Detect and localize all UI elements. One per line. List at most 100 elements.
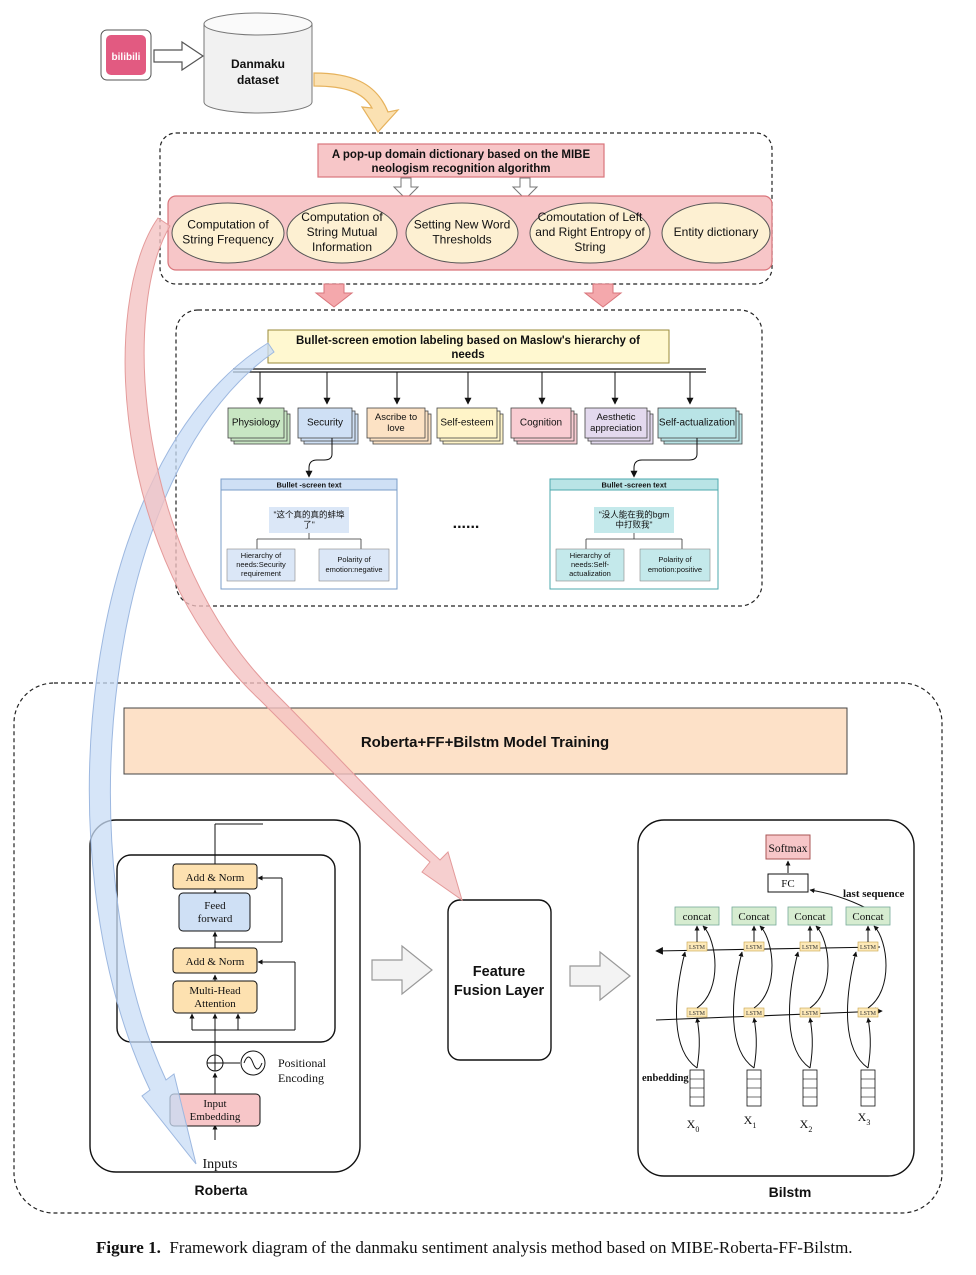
lstm-label: LSTM — [746, 945, 763, 951]
labeling-to-roberta-arrow — [88, 342, 275, 1165]
svg-text:Feed: Feed — [204, 900, 226, 912]
text-line: 中打败我" — [615, 519, 652, 529]
svg-text:forward: forward — [198, 913, 233, 925]
caption-text: Framework diagram of the danmaku sentime… — [169, 1238, 853, 1257]
lstm-label: LSTM — [802, 945, 819, 951]
text-line: appreciation — [590, 423, 642, 434]
softmax-block — [765, 834, 811, 860]
lstm-label: LSTM — [746, 1011, 763, 1017]
svg-text:Softmax: Softmax — [769, 843, 808, 855]
add-norm-bottom — [172, 947, 258, 974]
dataset-label-line1: Danmaku — [231, 57, 285, 71]
text-line: actualization — [569, 569, 611, 578]
roberta-label: Roberta — [195, 1182, 248, 1198]
lstm-label: LSTM — [860, 945, 877, 951]
mibe-to-labeling-arrow-right — [583, 283, 623, 308]
dataset-cylinder: Danmaku dataset — [203, 12, 313, 114]
lstm-label: LSTM — [802, 1011, 819, 1017]
fc-block — [767, 873, 809, 893]
logo-text: bilibili — [112, 52, 141, 63]
svg-text:Attention: Attention — [194, 998, 236, 1010]
concat-label: Concat — [794, 911, 825, 923]
text-line: Self-esteem — [440, 418, 493, 429]
bilstm-panel: Softmax FC last sequence enbedding conca… — [637, 819, 915, 1177]
text-line: Information — [312, 240, 372, 254]
text-line: "这个真的真的蚌埠 — [273, 509, 345, 519]
text-line: String Frequency — [182, 233, 273, 247]
concat-label: concat — [683, 911, 712, 923]
bilibili-logo: bilibili — [100, 29, 152, 81]
lstm-label: LSTM — [689, 1011, 706, 1017]
svg-text:FC: FC — [781, 878, 794, 890]
source-to-dataset-arrow — [153, 40, 205, 72]
text-line: Thresholds — [432, 233, 491, 247]
last-sequence-label: last sequence — [843, 888, 905, 900]
text-line: Self-actualization — [659, 418, 735, 429]
text-line: Entity dictionary — [674, 225, 759, 239]
svg-text:Add & Norm: Add & Norm — [186, 872, 245, 884]
text-line: Polarity of — [658, 555, 692, 564]
lstm-label: LSTM — [860, 1011, 877, 1017]
svg-text:Feature: Feature — [473, 964, 525, 980]
text-line: love — [387, 423, 404, 434]
text-line: Physiology — [232, 418, 280, 429]
text-line: Aesthetic — [596, 412, 635, 423]
svg-text:Encoding: Encoding — [278, 1071, 324, 1085]
lstm-label: LSTM — [689, 945, 706, 951]
mibe-to-labeling-arrow-left — [314, 283, 354, 308]
mibe-title-line2: neologism recognition algorithm — [372, 163, 551, 175]
concat-label: Concat — [852, 911, 883, 923]
examples-ellipsis: ...... — [453, 515, 480, 532]
caption-label: Figure 1. — [96, 1238, 161, 1257]
mibe-title-line1: A pop-up domain dictionary based on the … — [332, 149, 591, 161]
example-header: Bullet -screen text — [601, 481, 667, 490]
mibe-down-arrow-right — [511, 177, 539, 200]
text-line: Cognition — [520, 418, 562, 429]
text-line: Computation of — [301, 210, 383, 224]
labeling-section — [175, 309, 763, 607]
svg-text:Input: Input — [203, 1098, 226, 1110]
text-line: Computation of — [187, 218, 269, 232]
text-line: and Right Entropy of — [535, 225, 645, 239]
svg-text:Add & Norm: Add & Norm — [186, 956, 245, 968]
inputs-label: Inputs — [203, 1157, 238, 1172]
feature-fusion-layer — [447, 899, 552, 1061]
dataset-label-line2: dataset — [237, 73, 279, 87]
fusion-to-bilstm-arrow — [569, 950, 631, 1002]
multi-head-attention-block — [172, 980, 258, 1014]
text-line: String Mutual — [307, 225, 378, 239]
embedding-label: enbedding — [642, 1073, 689, 1084]
text-line: Hierarchy of — [570, 551, 611, 560]
text-line: Comoutation of Left — [538, 210, 643, 224]
need-box: Physiology — [227, 372, 291, 445]
example-left: Bullet -screen text"这个真的真的蚌埠了"Hierarchy … — [220, 438, 398, 590]
text-line: String — [574, 240, 605, 254]
labeling-title-line2: needs — [451, 349, 484, 361]
example-right: Bullet -screen text"没人能在我的bgm中打败我"Hierar… — [549, 438, 719, 590]
mibe-to-fusion-arrow — [124, 217, 463, 902]
text-line: Ascribe to — [375, 412, 417, 423]
text-line: emotion:negative — [325, 565, 382, 574]
text-line: Setting New Word — [414, 218, 511, 232]
concat-label: Concat — [738, 911, 769, 923]
labeling-title-box — [267, 329, 670, 364]
figure-caption: Figure 1. Framework diagram of the danma… — [96, 1238, 956, 1258]
svg-text:Positional: Positional — [278, 1056, 327, 1070]
svg-text:Fusion Layer: Fusion Layer — [454, 983, 545, 999]
text-line: emotion:positive — [648, 565, 702, 574]
text-line: requirement — [241, 569, 282, 578]
mibe-section — [159, 132, 773, 285]
need-box: Cognition — [510, 372, 578, 445]
text-line: Security — [307, 418, 343, 429]
training-banner — [123, 707, 848, 775]
needs-bus — [233, 368, 706, 373]
